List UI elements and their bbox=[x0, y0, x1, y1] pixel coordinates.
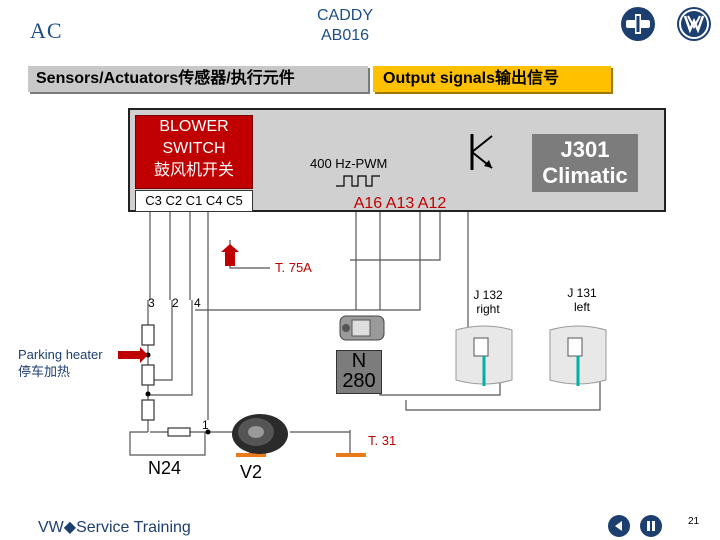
n280-label: N 280 bbox=[336, 350, 382, 394]
pin-3-label: 3 bbox=[148, 296, 155, 310]
j301-climatic: J301 Climatic bbox=[532, 134, 638, 192]
blower-switch: BLOWER SWITCH 鼓风机开关 bbox=[135, 115, 253, 189]
blower-line-1: BLOWER bbox=[159, 118, 229, 135]
blower-line-2: SWITCH bbox=[162, 140, 226, 157]
j132-label: J 132 right bbox=[466, 288, 510, 316]
parking-heater-cn: 停车加热 bbox=[18, 364, 71, 379]
tab-output-signals[interactable]: Output signals输出信号 bbox=[373, 66, 611, 92]
connector-t75a: T. 75A bbox=[275, 260, 312, 275]
footer-brand: VW◆Service Training bbox=[38, 519, 191, 536]
pwm-label: 400 Hz-PWM bbox=[310, 156, 388, 171]
faw-logo-icon bbox=[621, 7, 655, 41]
blower-pins: C3 C2 C1 C4 C5 bbox=[135, 190, 253, 212]
j131-side: left bbox=[573, 300, 590, 314]
j131-label: J 131 left bbox=[560, 286, 604, 314]
output-pins: A16 A13 A12 bbox=[353, 195, 447, 212]
j131-code: J 131 bbox=[567, 286, 597, 300]
v2-label: V2 bbox=[240, 462, 263, 482]
j131-actuator-icon bbox=[549, 325, 607, 386]
section-title: AC bbox=[30, 18, 63, 43]
pause-icon[interactable] bbox=[640, 515, 662, 537]
model-name: CADDY bbox=[316, 7, 373, 24]
pin-4-label: 4 bbox=[194, 296, 201, 310]
connector-t31: T. 31 bbox=[368, 433, 397, 448]
j132-actuator-icon bbox=[455, 325, 513, 386]
pin-1-label: 1 bbox=[202, 418, 209, 432]
n280-sensor-icon bbox=[339, 315, 385, 341]
j301-name: Climatic bbox=[542, 163, 628, 188]
module-code: AB016 bbox=[320, 27, 370, 44]
pin-2-label: 2 bbox=[172, 296, 179, 310]
j301-code: J301 bbox=[560, 137, 610, 162]
page-number: 21 bbox=[688, 516, 700, 527]
parking-heater-label: Parking heater 停车加热 bbox=[18, 346, 103, 380]
vw-logo-icon bbox=[677, 7, 711, 41]
blower-motor-icon bbox=[232, 414, 288, 454]
tab-sensors-actuators[interactable]: Sensors/Actuators传感器/执行元件 bbox=[28, 66, 368, 92]
blower-line-3: 鼓风机开关 bbox=[153, 162, 234, 179]
parking-heater-en: Parking heater bbox=[18, 347, 103, 362]
n280-line-1: N bbox=[351, 350, 367, 372]
pwm-wave-icon bbox=[336, 175, 380, 187]
prev-icon[interactable] bbox=[608, 515, 630, 537]
n280-line-2: 280 bbox=[342, 370, 376, 392]
n24-label: N24 bbox=[148, 458, 182, 478]
j132-code: J 132 bbox=[473, 288, 503, 302]
j132-side: right bbox=[476, 302, 500, 316]
transistor-icon bbox=[470, 134, 493, 170]
model-code: CADDY AB016 bbox=[300, 6, 390, 46]
